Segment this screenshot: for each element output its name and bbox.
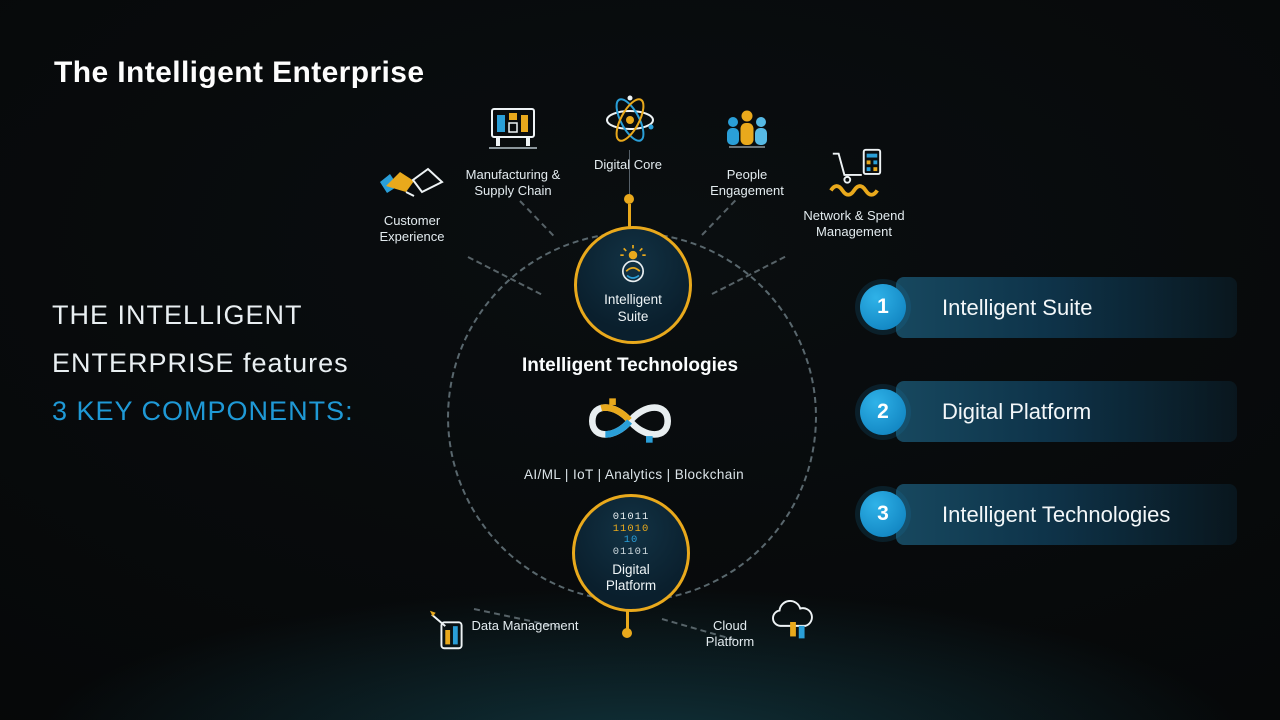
center-title: Intelligent Technologies: [521, 355, 739, 376]
label-customer-experience: Customer Experience: [379, 213, 445, 244]
key-component-number-1: 1: [860, 284, 906, 330]
key-component-row-3: Intelligent Technologies: [896, 484, 1237, 545]
label-network-spend: Network & Spend Management: [803, 208, 905, 239]
cart-calculator-icon: [827, 147, 885, 199]
cloud-icon: [767, 598, 819, 646]
atom-icon: [602, 93, 658, 147]
infinity-icon: [550, 388, 710, 454]
node-intelligent-suite: Intelligent Suite: [574, 226, 692, 344]
key-component-label-1: Intelligent Suite: [942, 294, 1093, 320]
key-component-label-2: Digital Platform: [942, 398, 1092, 424]
top-gold-dot: [624, 194, 634, 204]
node-label-intelligent-suite: Intelligent Suite: [604, 292, 662, 324]
page-title: The Intelligent Enterprise: [54, 56, 425, 89]
key-component-row-2: Digital Platform: [896, 381, 1237, 442]
bottom-gold-dot: [622, 628, 632, 638]
intro-line-1: THE INTELLIGENT: [52, 300, 303, 330]
key-component-number-2: 2: [860, 389, 906, 435]
tech-list: AI/ML | IoT | Analytics | Blockchain: [523, 467, 745, 482]
label-manufacturing: Manufacturing & Supply Chain: [465, 167, 561, 198]
core-stem-line: [629, 150, 630, 196]
people-icon: [721, 106, 773, 154]
node-digital-platform: 01011 11010 10 01101 Digital Platform: [572, 494, 690, 612]
bottom-gold-line: [626, 604, 629, 630]
factory-icon: [487, 104, 539, 154]
label-cloud-platform: Cloud Platform: [705, 618, 755, 649]
data-container-icon: [428, 606, 476, 654]
intro-line-3: 3 KEY COMPONENTS:: [52, 396, 354, 426]
binary-glyph: 01011 11010 10 01101: [612, 510, 650, 559]
key-component-label-3: Intelligent Technologies: [942, 501, 1171, 527]
label-people-engagement: People Engagement: [710, 167, 784, 198]
key-component-row-1: Intelligent Suite: [896, 277, 1237, 338]
connector-dashed-people: [701, 199, 737, 236]
label-data-management: Data Management: [471, 618, 579, 633]
handshake-icon: [380, 160, 444, 202]
key-component-number-3: 3: [860, 491, 906, 537]
connector-dashed-manufacturing: [519, 200, 555, 237]
label-digital-core: Digital Core: [594, 157, 662, 172]
head-bulb-icon: [611, 245, 655, 289]
node-label-digital-platform: Digital Platform: [605, 561, 657, 593]
intro-line-2: ENTERPRISE features: [52, 348, 349, 378]
top-gold-line: [628, 204, 631, 228]
